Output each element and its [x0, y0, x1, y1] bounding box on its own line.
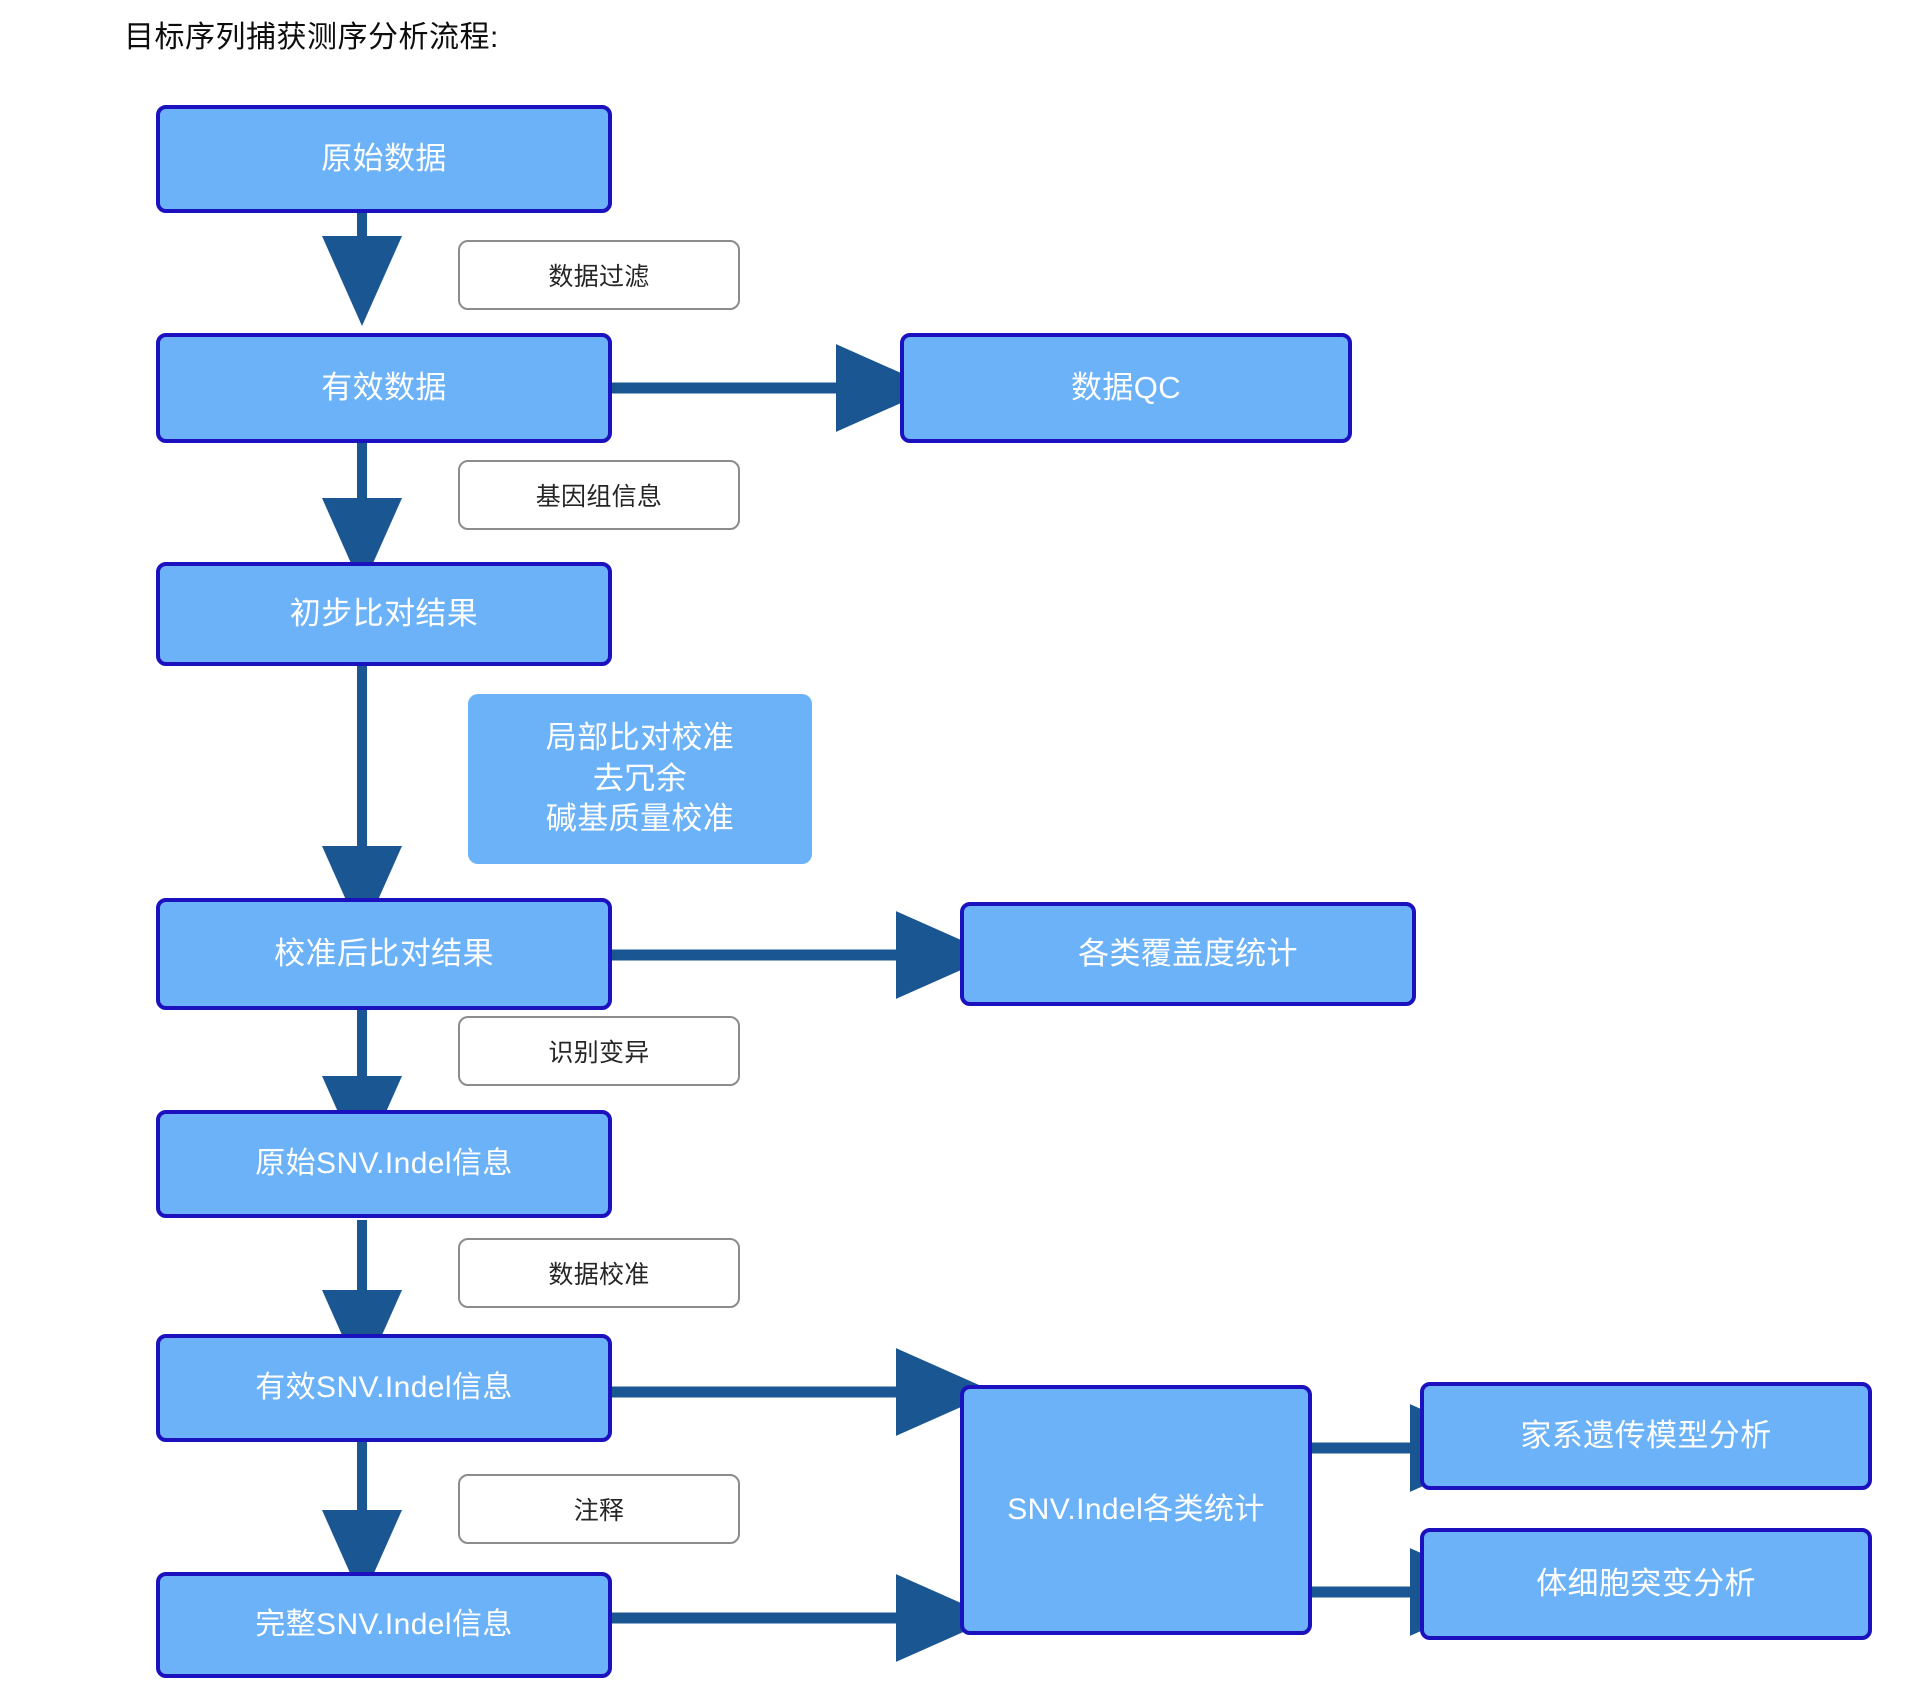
edge-label-variant-calling: 识别变异: [458, 1016, 740, 1086]
node-raw-data[interactable]: 原始数据: [156, 105, 612, 213]
note-realignment-steps: 局部比对校准 去冗余 碱基质量校准: [468, 694, 812, 864]
node-valid-data[interactable]: 有效数据: [156, 333, 612, 443]
node-snv-indel-stats[interactable]: SNV.Indel各类统计: [960, 1385, 1312, 1635]
node-calibrated-alignment[interactable]: 校准后比对结果: [156, 898, 612, 1010]
node-raw-snv-indel[interactable]: 原始SNV.Indel信息: [156, 1110, 612, 1218]
note-line-2: 去冗余: [592, 760, 688, 796]
node-initial-alignment[interactable]: 初步比对结果: [156, 562, 612, 666]
edge-label-data-filtering: 数据过滤: [458, 240, 740, 310]
page-title: 目标序列捕获测序分析流程:: [124, 21, 499, 54]
edge-label-data-calibration: 数据校准: [458, 1238, 740, 1308]
node-coverage-stats[interactable]: 各类覆盖度统计: [960, 902, 1416, 1006]
node-pedferee-analysis[interactable]: 家系遗传模型分析: [1420, 1382, 1872, 1490]
node-valid-snv-indel[interactable]: 有效SNV.Indel信息: [156, 1334, 612, 1442]
node-data-qc[interactable]: 数据QC: [900, 333, 1352, 443]
node-full-snv-indel[interactable]: 完整SNV.Indel信息: [156, 1572, 612, 1678]
edge-label-annotation: 注释: [458, 1474, 740, 1544]
edge-label-genome-info: 基因组信息: [458, 460, 740, 530]
note-line-3: 碱基质量校准: [545, 801, 735, 837]
note-line-1: 局部比对校准: [545, 719, 735, 755]
node-somatic-analysis[interactable]: 体细胞突变分析: [1420, 1528, 1872, 1640]
